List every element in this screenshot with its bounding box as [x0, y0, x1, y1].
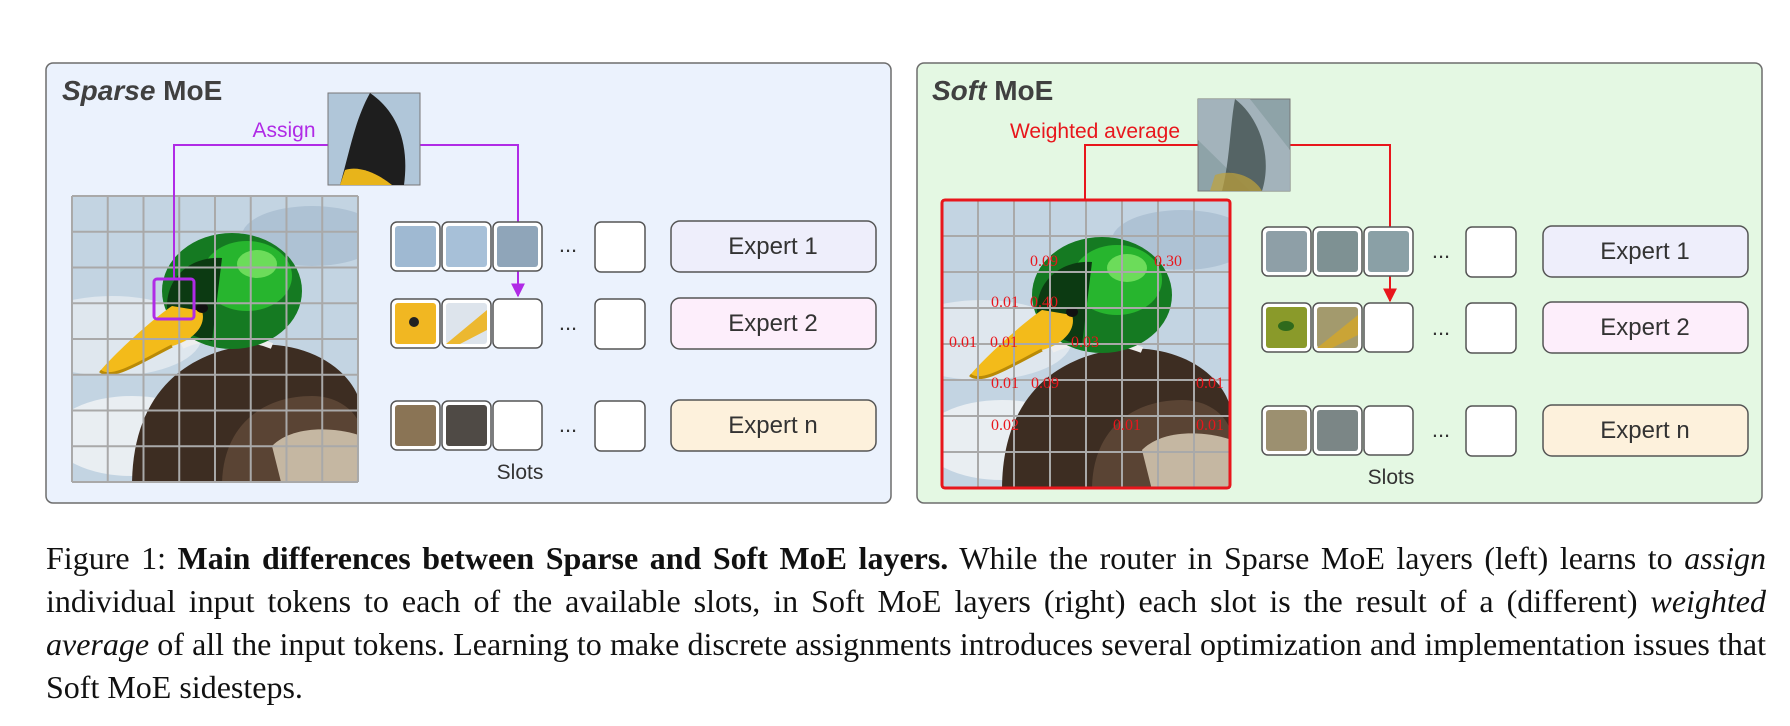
- sparse-expert-2: Expert 2: [670, 297, 877, 350]
- weight-value: 0.01: [991, 375, 1019, 392]
- svg-text:...: ...: [559, 412, 577, 437]
- caption-text-1: While the router in Sparse MoE layers (l…: [948, 540, 1685, 576]
- svg-text:Expert n: Expert n: [728, 412, 817, 439]
- svg-text:...: ...: [1432, 238, 1450, 263]
- caption-prefix: Figure 1:: [46, 540, 178, 576]
- soft-slots-row-1: ...: [1261, 226, 1517, 278]
- weight-value: 0.01: [1196, 417, 1224, 434]
- caption-text-2: individual input tokens to each of the a…: [46, 583, 1651, 619]
- soft-slots-label: Slots: [1368, 466, 1415, 489]
- weight-value: 0.01: [1113, 417, 1141, 434]
- svg-text:...: ...: [559, 310, 577, 335]
- sparse-slots-row-3: ...: [390, 400, 646, 452]
- soft-moe-panel: Soft MoE 0.09 0.30 0.01 0.40 0.01 0.01 0…: [916, 62, 1763, 504]
- sparse-expert-n: Expert n: [670, 399, 877, 452]
- weight-value: 0.03: [1071, 334, 1099, 351]
- weight-value: 0.30: [1154, 253, 1182, 270]
- soft-expert-n: Expert n: [1542, 404, 1749, 457]
- svg-text:Expert n: Expert n: [1600, 417, 1689, 444]
- sparse-slots-label: Slots: [497, 461, 544, 484]
- weight-value: 0.01: [1196, 375, 1224, 392]
- sparse-input-image: [22, 196, 382, 486]
- svg-text:...: ...: [1432, 417, 1450, 442]
- caption-emphasis-assign: assign: [1684, 540, 1767, 576]
- weight-value: 0.02: [991, 417, 1019, 434]
- svg-text:...: ...: [1432, 315, 1450, 340]
- weight-value: 0.09: [1031, 375, 1059, 392]
- assign-label: Assign: [252, 119, 315, 142]
- soft-weights: 0.09 0.30 0.01 0.40 0.01 0.01 0.03 0.01 …: [949, 253, 1224, 434]
- weight-value: 0.01: [990, 334, 1018, 351]
- soft-panel-title: Soft MoE: [932, 75, 1053, 106]
- svg-text:Expert 2: Expert 2: [728, 310, 817, 337]
- sparse-panel-title: Sparse MoE: [62, 75, 222, 106]
- sparse-moe-panel: Sparse MoE Assign ...: [22, 62, 892, 504]
- caption-text-3: of all the input tokens. Learning to mak…: [46, 626, 1766, 705]
- sparse-slots-row-2: ...: [390, 298, 646, 350]
- weight-value: 0.01: [949, 334, 977, 351]
- figure-caption: Figure 1: Main differences between Spars…: [46, 537, 1766, 709]
- weight-value: 0.01: [991, 294, 1019, 311]
- sparse-assigned-token-thumbnail: [327, 92, 421, 186]
- sparse-slots-row-1: ...: [390, 221, 646, 273]
- svg-text:Expert 1: Expert 1: [1600, 238, 1689, 265]
- weight-value: 0.40: [1030, 294, 1058, 311]
- sparse-expert-1: Expert 1: [670, 220, 877, 273]
- soft-blended-token-thumbnail: [1197, 98, 1291, 192]
- weighted-average-label: Weighted average: [1010, 120, 1180, 143]
- svg-text:Expert 1: Expert 1: [728, 233, 817, 260]
- caption-title: Main differences between Sparse and Soft…: [177, 540, 949, 576]
- soft-slots-row-3: ...: [1261, 405, 1517, 457]
- soft-slots-row-2: ...: [1261, 302, 1517, 354]
- figure-1-diagram: Sparse MoE Assign ...: [22, 62, 1763, 504]
- soft-expert-1: Expert 1: [1542, 225, 1749, 278]
- weight-value: 0.09: [1030, 253, 1058, 270]
- caption-emphasis-weighted-average: weighted average: [46, 583, 1766, 662]
- soft-expert-2: Expert 2: [1542, 301, 1749, 354]
- svg-text:Expert 2: Expert 2: [1600, 314, 1689, 341]
- svg-text:...: ...: [559, 232, 577, 257]
